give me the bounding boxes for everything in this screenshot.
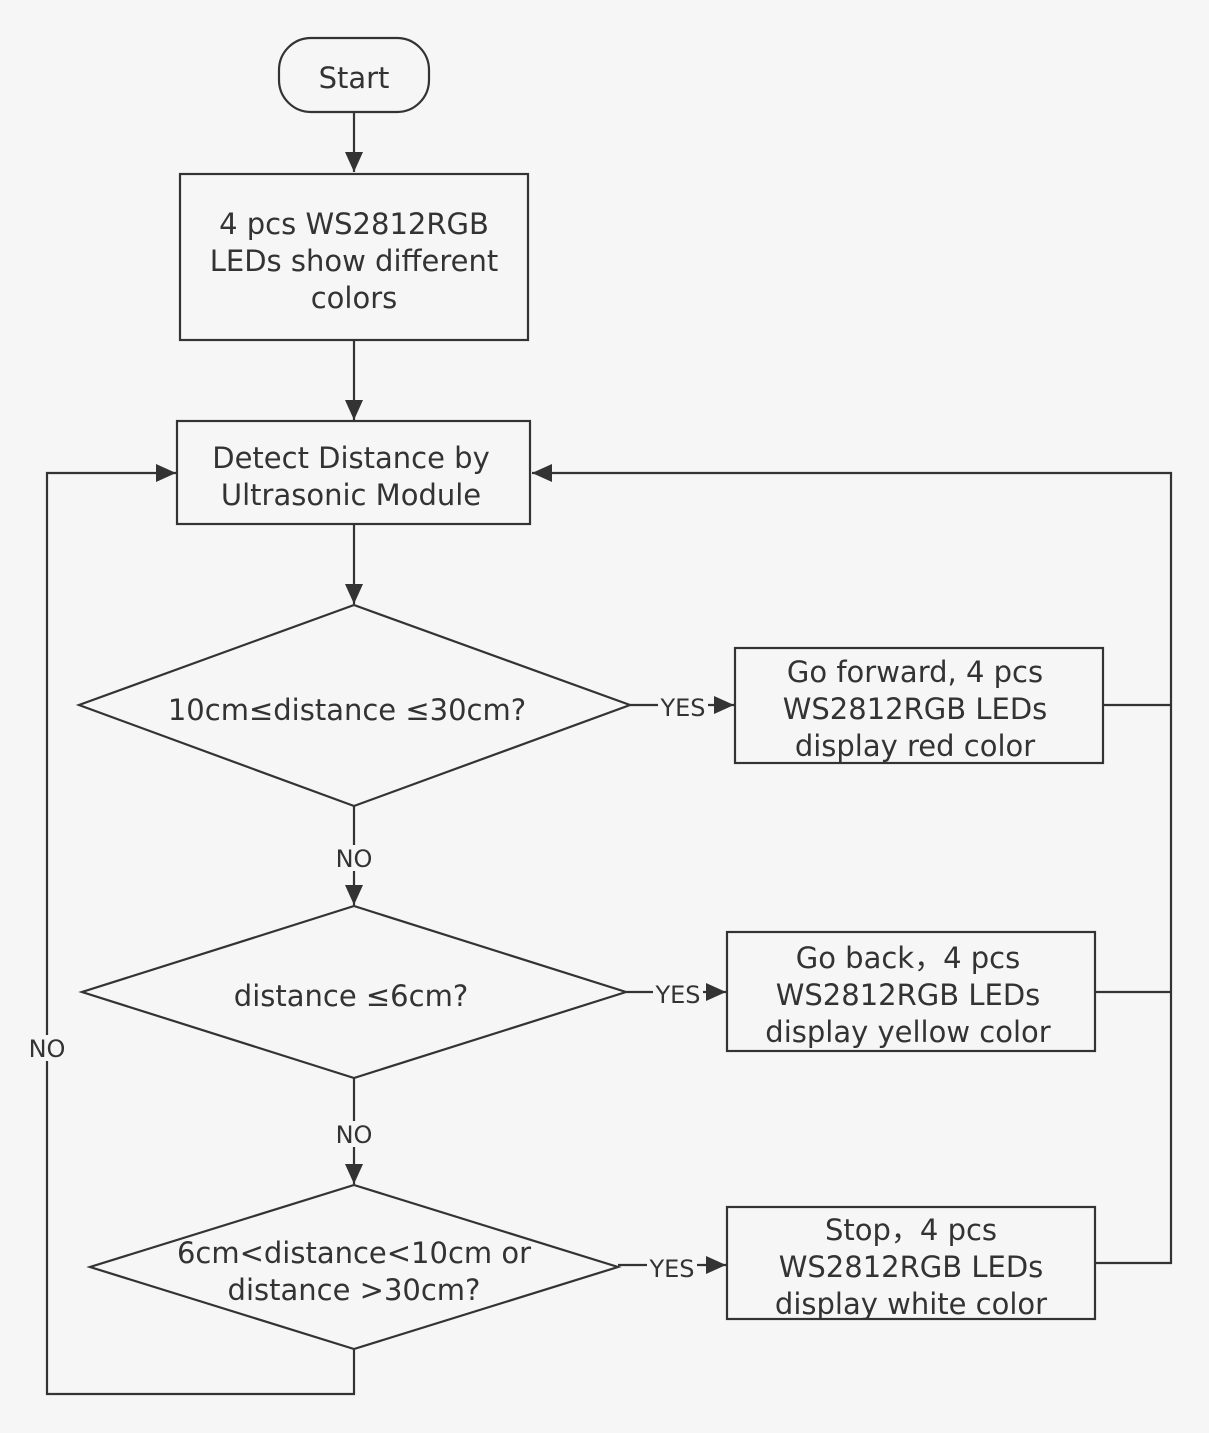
stop-text-line-3: display white color: [775, 1287, 1047, 1321]
start-text: Start: [319, 61, 390, 95]
cond3-text-line-1: 6cm<distance<10cm or: [177, 1236, 531, 1270]
stop-process-box: [725, 1205, 1097, 1321]
back-text-line-1: Go back，4 pcs: [796, 941, 1020, 975]
edge-cond3-loop-back: [45, 464, 356, 1396]
detect-process-box: [175, 419, 532, 526]
cond2-text-line-1: distance ≤6cm?: [234, 979, 468, 1013]
edge-label-no-1: NO: [336, 845, 373, 873]
edge-label-yes-1: YES: [659, 694, 705, 722]
forward-text-line-3: display red color: [795, 729, 1035, 763]
stop-text-line-1: Stop，4 pcs: [825, 1213, 997, 1247]
back-text-line-3: display yellow color: [765, 1015, 1050, 1049]
edge-label-yes-2: YES: [654, 981, 700, 1009]
edge-label-no-3: NO: [29, 1035, 66, 1063]
decision-diamond-2: [78, 904, 630, 1080]
init-process-box: [178, 172, 530, 342]
init-text-line-1: 4 pcs WS2812RGB: [219, 207, 489, 241]
decision-diamond-1: [75, 603, 634, 808]
init-text-line-2: LEDs show different: [210, 244, 498, 278]
start-terminal: [277, 36, 431, 114]
forward-process-box: [733, 646, 1105, 765]
detect-text-line-2: Ultrasonic Module: [221, 478, 481, 512]
edge-label-no-2: NO: [336, 1121, 373, 1149]
cond1-text-line-1: 10cm≤distance ≤30cm?: [168, 693, 526, 727]
cond2-text: distance ≤6cm?: [234, 979, 468, 1013]
stop-text-line-2: WS2812RGB LEDs: [779, 1250, 1044, 1284]
edge-stop-return: [532, 464, 1173, 1265]
detect-text-line-1: Detect Distance by: [212, 441, 490, 475]
start-text-line-1: Start: [319, 61, 390, 95]
init-text-line-3: colors: [311, 281, 398, 315]
back-text-line-2: WS2812RGB LEDs: [776, 978, 1041, 1012]
forward-text-line-1: Go forward, 4 pcs: [787, 655, 1043, 689]
cond3-text-line-2: distance >30cm?: [228, 1273, 481, 1307]
decision-diamond-3: [86, 1183, 622, 1351]
forward-text-line-2: WS2812RGB LEDs: [783, 692, 1048, 726]
back-process-box: [725, 930, 1097, 1053]
edge-label-yes-3: YES: [648, 1255, 694, 1283]
cond1-text: 10cm≤distance ≤30cm?: [168, 693, 526, 727]
